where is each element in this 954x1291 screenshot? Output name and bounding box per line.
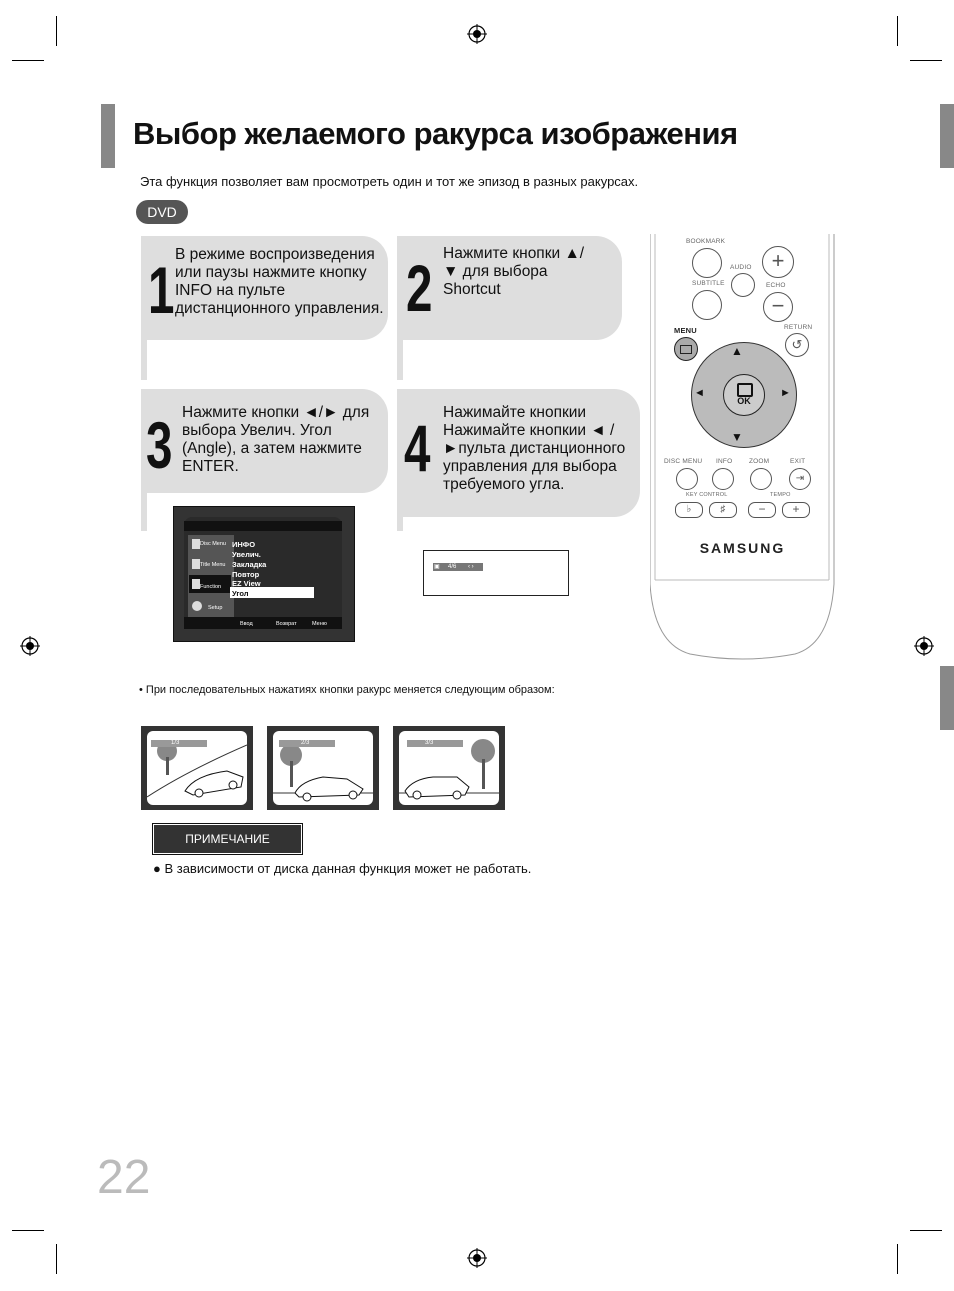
menu-footer-item: Возврат [276,621,297,627]
minus-button[interactable]: − [763,292,793,322]
thumbnail-angle: 2/3 [301,740,310,746]
remote-control: BOOKMARK AUDIO + SUBTITLE ECHO − MENU RE… [650,234,835,660]
menu-side-item: Disc Menu [200,541,226,547]
disc-menu-label: DISC MENU [664,458,703,465]
step-1-box [141,236,388,340]
crop-mark [56,1244,57,1274]
menu-footer-item: Меню [312,621,327,627]
registration-mark-icon [467,1248,487,1268]
registration-mark-icon [467,24,487,44]
note-box: ПРИМЕЧАНИЕ [152,823,303,855]
menu-item: Закладка [232,560,267,569]
menu-item: Повтор [232,570,260,579]
crop-mark [897,16,898,46]
menu-side-item: Setup [208,605,223,611]
tempo-minus-button[interactable]: − [748,502,776,518]
dvd-badge: DVD [136,200,188,224]
left-arrow-icon[interactable]: ◄ [694,387,705,399]
step-3-text: Нажмите кнопки ◄/► для выбора Увелич. Уг… [182,404,370,475]
crop-mark [12,60,44,61]
menu-item: Увелич. [232,550,261,559]
angle-thumbnail: 2/3 [267,726,379,810]
page-number: 22 [97,1151,151,1204]
step-2-number: 2 [406,251,433,325]
page-title: Выбор желаемого ракурса изображения [133,116,738,151]
step-2-box [397,236,622,340]
menu-item-selected: Угол [232,589,249,598]
samsung-logo: SAMSUNG [699,540,786,556]
menu-side-item: Function [200,584,222,590]
edge-tab [940,666,954,730]
step-4-text: Нажимайте кнопкии Нажимайте кнопкии ◄ /►… [443,404,626,493]
plus-button[interactable]: + [762,246,794,278]
angle-value: 4/6 [448,564,457,570]
crop-mark [56,16,57,46]
audio-label: AUDIO [730,264,752,271]
subtitle-button[interactable] [692,290,722,320]
page-subtitle: Эта функция позволяет вам просмотреть од… [140,174,639,189]
menu-button[interactable] [674,337,698,361]
angle-thumbnail: 1/3 [141,726,253,810]
step-3-box [141,389,388,493]
zoom-label: ZOOM [749,458,770,465]
key-sharp-button[interactable]: ♯ [709,502,737,518]
zoom-button[interactable] [750,468,772,490]
edge-tab [940,104,954,168]
note-text: ● В зависимости от диска данная функция … [153,861,532,876]
exit-button[interactable]: ⇥ [789,468,811,490]
disc-menu-button[interactable] [676,468,698,490]
down-arrow-icon[interactable]: ▼ [731,430,743,444]
ok-button[interactable]: OK [723,374,765,416]
tempo-plus-button[interactable]: + [782,502,810,518]
step-1-number: 1 [148,253,175,327]
arrows-icon: ‹ › [468,564,474,570]
registration-mark-icon [914,636,934,656]
echo-label: ECHO [766,282,786,289]
return-button[interactable]: ↺ [785,333,809,357]
crop-mark [910,1230,942,1231]
bookmark-label: BOOKMARK [686,238,726,245]
note-label: ПРИМЕЧАНИЕ [185,832,270,846]
registration-mark-icon [20,636,40,656]
subtitle-label: SUBTITLE [692,280,725,287]
thumbnail-angle: 1/3 [171,740,180,746]
menu-item: ИНФО [232,540,256,549]
audio-button[interactable] [731,273,755,297]
thumbnail-angle: 3/3 [425,740,434,746]
step-1-text: В режиме воспроизведения или паузы нажми… [175,246,384,317]
menu-label: MENU [674,326,697,335]
info-label: INFO [716,458,733,465]
title-accent-bar [101,104,115,168]
tempo-label: TEMPO [770,492,791,498]
tv-menu-screen: Disc Menu Title Menu Function Setup ИНФО… [173,506,355,642]
step-3-number: 3 [146,408,173,482]
menu-item: EZ View [232,579,261,588]
up-arrow-icon[interactable]: ▲ [731,344,743,358]
crop-mark [910,60,942,61]
sequence-note: • При последовательных нажатиях кнопки р… [139,684,555,696]
crop-mark [897,1244,898,1274]
step-4-number: 4 [404,411,431,485]
angle-thumbnail: 3/3 [393,726,505,810]
right-arrow-icon[interactable]: ► [780,387,791,399]
step-2-text: Нажмите кнопки ▲/▼ для выбора Shortcut [443,245,585,298]
camera-icon: ▣ [434,564,440,570]
exit-label: EXIT [790,458,806,465]
angle-display: ▣ 4/6 ‹ › [423,550,569,596]
return-label: RETURN [784,324,813,331]
crop-mark [12,1230,44,1231]
step-4-box [397,389,640,517]
menu-footer-item: Ввод [240,621,253,627]
ok-label: OK [737,396,751,406]
info-button[interactable] [712,468,734,490]
bookmark-button[interactable] [692,248,722,278]
key-control-label: KEY CONTROL [686,492,728,498]
menu-side-item: Title Menu [200,562,226,568]
key-flat-button[interactable]: ♭ [675,502,703,518]
